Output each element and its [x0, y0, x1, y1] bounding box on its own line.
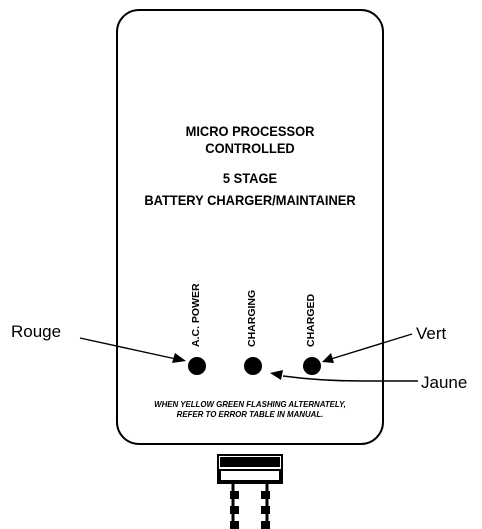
warning-line-2: REFER TO ERROR TABLE IN MANUAL. [176, 409, 324, 419]
charger-body [116, 9, 384, 445]
warning-line-1: WHEN YELLOW GREEN FLASHING ALTERNATELY, [154, 399, 346, 409]
led-label-charging: CHARGING [246, 289, 258, 347]
callout-vert: Vert [416, 324, 447, 343]
callout-jaune: Jaune [421, 373, 468, 392]
led-charged [303, 357, 321, 375]
callout-rouge: Rouge [11, 322, 62, 341]
heading-line-1: MICRO PROCESSOR [185, 123, 315, 139]
arrow-vert [322, 333, 413, 363]
heading-line-2: CONTROLLED [205, 140, 295, 156]
heading-line-4: BATTERY CHARGER/MAINTAINER [144, 192, 356, 208]
led-label-charged: CHARGED [305, 293, 317, 347]
led-charging [244, 357, 262, 375]
arrow-rouge [79, 337, 186, 363]
led-ac-power [188, 357, 206, 375]
arrow-jaune [270, 370, 418, 382]
cable-plug [217, 454, 283, 529]
led-label-ac-power: A.C. POWER [190, 283, 202, 347]
heading-line-3: 5 STAGE [222, 170, 278, 186]
